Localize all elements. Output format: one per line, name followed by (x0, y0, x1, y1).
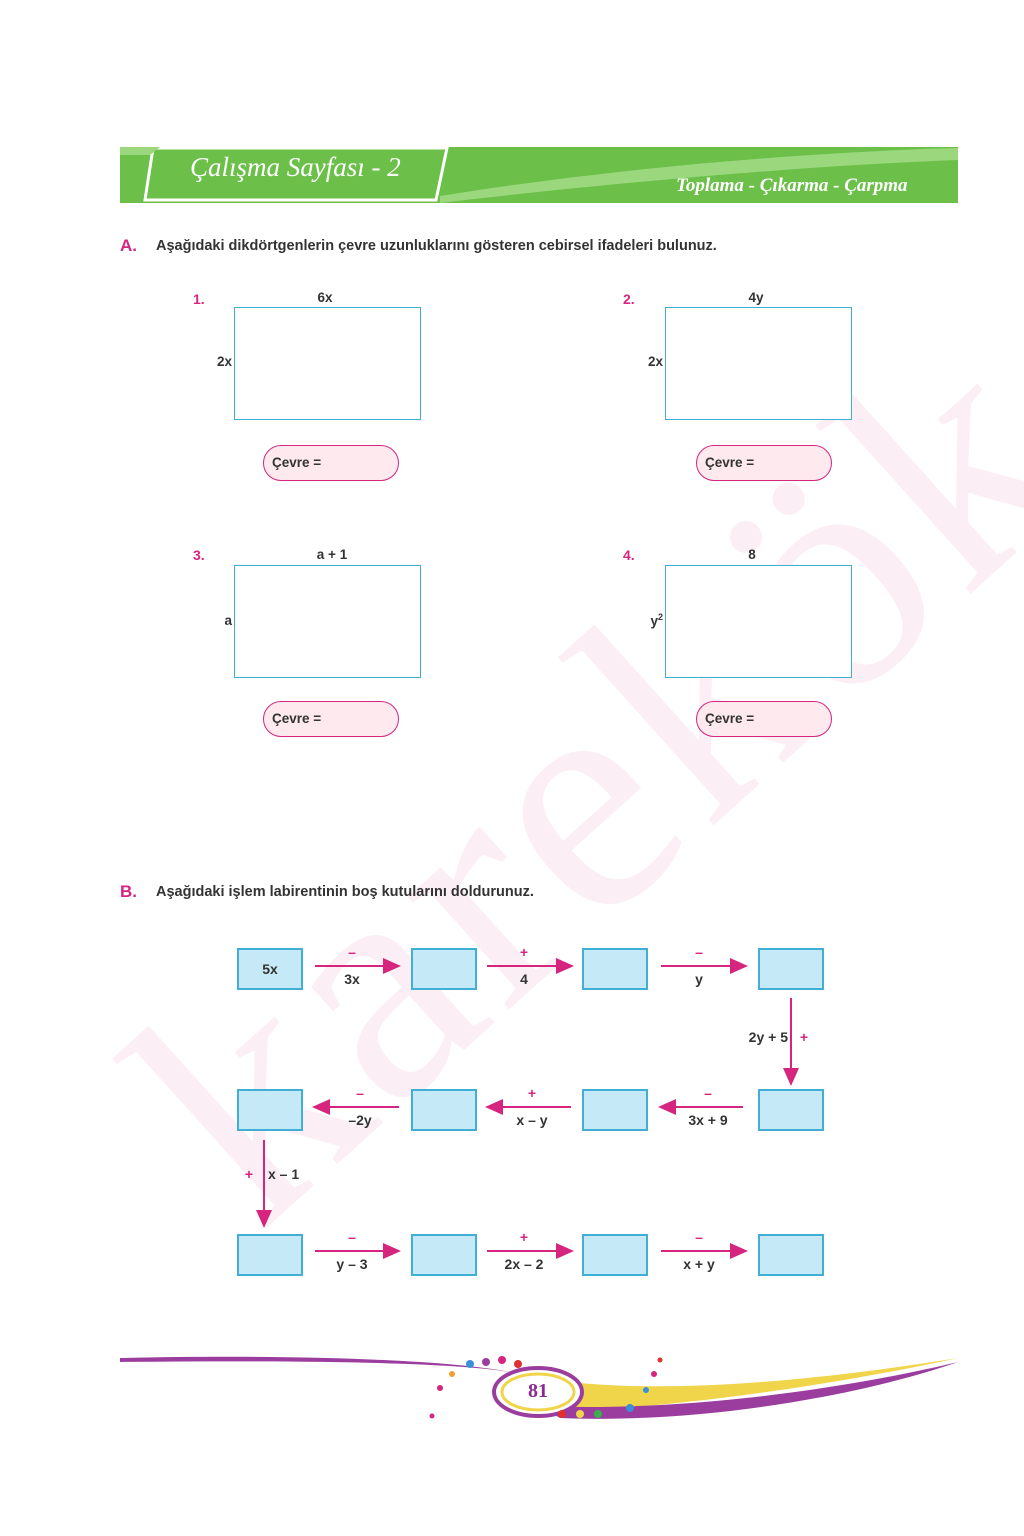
rect-top-label: 8 (748, 547, 756, 562)
header-banner (120, 146, 958, 203)
section-b-instruction: Aşağıdaki işlem labirentinin boş kutular… (156, 884, 534, 900)
operation-value: 2x – 2 (504, 1256, 544, 1272)
worksheet-subtitle: Toplama - Çıkarma - Çarpma (676, 175, 908, 196)
maze-answer-box[interactable] (582, 1234, 648, 1276)
operation-value: 3x + 9 (688, 1112, 728, 1128)
maze-answer-box[interactable] (411, 1089, 477, 1131)
operation-sign: – (695, 1229, 703, 1245)
rect-side-label: a (224, 613, 232, 628)
maze-answer-box[interactable] (411, 1234, 477, 1276)
maze-answer-box[interactable] (758, 1089, 824, 1131)
operation-value: –2y (348, 1112, 372, 1128)
section-a-letter: A. (120, 236, 137, 255)
rectangle (665, 307, 852, 420)
item-number: 3. (193, 547, 205, 563)
rectangle (234, 565, 421, 678)
maze-answer-box[interactable] (758, 1234, 824, 1276)
maze-answer-box[interactable] (411, 948, 477, 990)
operation-value: 4 (520, 971, 528, 987)
operation-sign: – (348, 944, 356, 960)
section-b-letter: B. (120, 882, 137, 901)
rect-top-label: a + 1 (316, 547, 348, 562)
operation-sign: – (356, 1085, 364, 1101)
perimeter-answer-field[interactable]: Çevre = (263, 701, 399, 737)
rect-side-label: 2x (647, 354, 663, 369)
operation-sign: + (519, 1229, 529, 1245)
maze-start-box: 5x (237, 948, 303, 990)
operation-sign: + (799, 1029, 809, 1045)
rectangle (665, 565, 852, 678)
footer-ornament (120, 1356, 958, 1419)
section-a-instruction: Aşağıdaki dikdörtgenlerin çevre uzunlukl… (156, 238, 717, 254)
worksheet-title: Çalışma Sayfası - 2 (190, 152, 401, 182)
operation-value: x + y (683, 1256, 715, 1272)
operation-sign: – (348, 1229, 356, 1245)
operation-value: y (695, 971, 703, 987)
maze-answer-box[interactable] (582, 948, 648, 990)
rectangle (234, 307, 421, 420)
item-number: 2. (623, 291, 635, 307)
rect-top-label: 6x (317, 290, 333, 305)
maze-answer-box[interactable] (237, 1089, 303, 1131)
perimeter-answer-field[interactable]: Çevre = (696, 445, 832, 481)
maze-answer-box[interactable] (237, 1234, 303, 1276)
operation-sign: + (244, 1166, 254, 1182)
operation-value: x – y (516, 1112, 548, 1128)
operation-value: 3x (344, 971, 360, 987)
operation-value: 2y + 5 (748, 1029, 788, 1045)
perimeter-answer-field[interactable]: Çevre = (696, 701, 832, 737)
operation-sign: + (519, 944, 529, 960)
maze-answer-box[interactable] (758, 948, 824, 990)
page-number: 81 (528, 1380, 548, 1402)
operation-sign: – (704, 1085, 712, 1101)
item-number: 4. (623, 547, 635, 563)
operation-sign: – (695, 944, 703, 960)
maze-answer-box[interactable] (582, 1089, 648, 1131)
rect-side-label: 2x (216, 354, 232, 369)
rect-top-label: 4y (748, 290, 764, 305)
item-number: 1. (193, 291, 205, 307)
operation-value: y – 3 (336, 1256, 368, 1272)
perimeter-answer-field[interactable]: Çevre = (263, 445, 399, 481)
operation-value: x – 1 (268, 1166, 300, 1182)
operation-sign: + (527, 1085, 537, 1101)
rect-side-label: y2 (650, 612, 663, 629)
